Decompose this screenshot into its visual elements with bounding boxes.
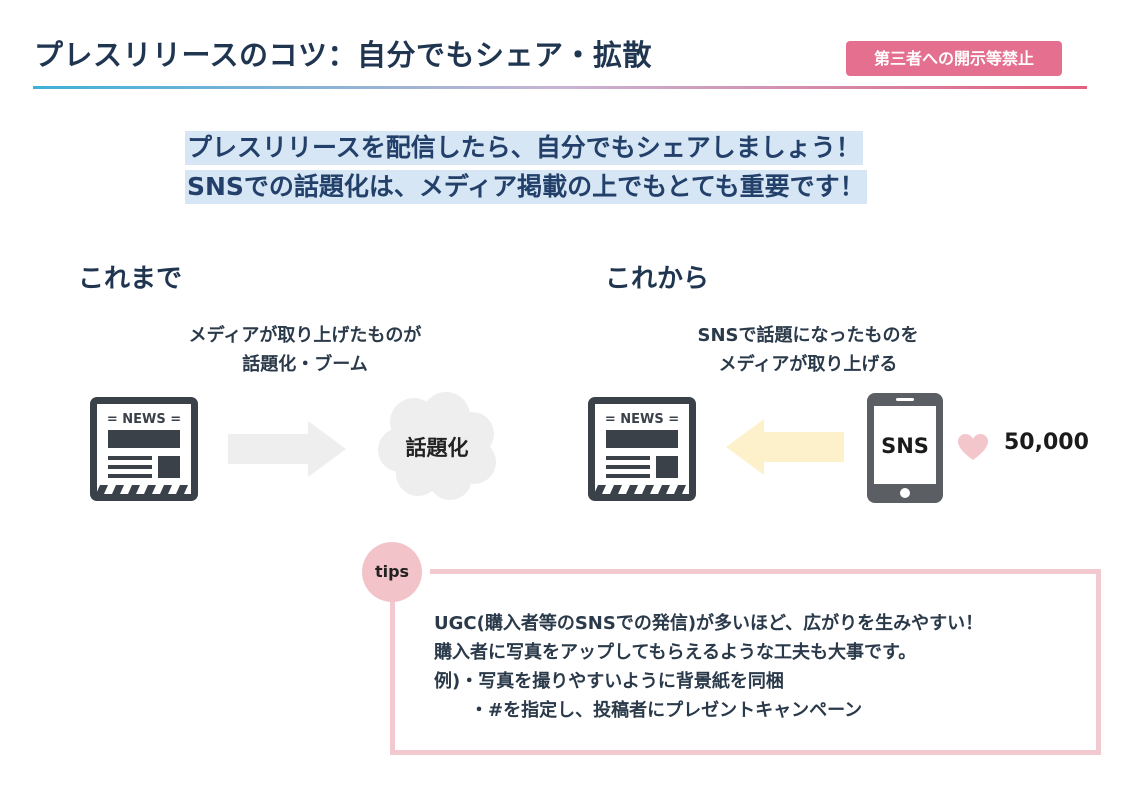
tips-badge: tips: [362, 542, 422, 602]
cloud-icon: 話題化: [378, 392, 496, 500]
tips-box-gap: [422, 564, 430, 576]
before-description: メディアが取り上げたものが 話題化・ブーム: [150, 321, 460, 379]
arrow-left-icon: [726, 419, 844, 475]
arrow-right-icon: [228, 421, 346, 477]
page-title: プレスリリースのコツ：自分でもシェア・拡散: [34, 38, 653, 72]
after-desc-line-1: SNSで話題になったものを: [697, 325, 919, 346]
news-label: = NEWS =: [107, 412, 181, 427]
news-label: = NEWS =: [605, 412, 679, 427]
before-heading: これまで: [78, 264, 183, 294]
cloud-label: 話題化: [406, 436, 469, 460]
headline-line-2: SNSでの話題化は、メディア掲載の上でもとても重要です！: [185, 170, 867, 204]
likes-count: 50,000: [1004, 430, 1089, 455]
headline-line-1: プレスリリースを配信したら、自分でもシェアしましょう！: [185, 131, 863, 165]
smartphone-icon: SNS: [867, 393, 943, 503]
after-desc-line-2: メディアが取り上げる: [718, 354, 898, 375]
tips-line-2: 購入者に写真をアップしてもらえるような工夫も大事です。: [434, 642, 917, 663]
header-divider: [33, 86, 1087, 89]
after-description: SNSで話題になったものを メディアが取り上げる: [653, 321, 963, 379]
newspaper-icon: = NEWS =: [588, 397, 696, 501]
tips-line-1: UGC(購入者等のSNSでの発信)が多いほど、広がりを生みやすい！: [434, 613, 984, 634]
heart-icon: [958, 434, 988, 460]
confidential-badge: 第三者への開示等禁止: [846, 41, 1062, 76]
tips-line-3: 例)・写真を撮りやすいように背景紙を同梱: [434, 671, 784, 692]
after-heading: これから: [605, 264, 710, 294]
phone-sns-label: SNS: [881, 434, 929, 458]
before-desc-line-1: メディアが取り上げたものが: [188, 325, 422, 346]
newspaper-icon: = NEWS =: [90, 397, 198, 501]
tips-line-4: ・#を指定し、投稿者にプレゼントキャンペーン: [434, 700, 863, 721]
before-desc-line-2: 話題化・ブーム: [242, 354, 368, 375]
tips-box: [390, 569, 1101, 755]
